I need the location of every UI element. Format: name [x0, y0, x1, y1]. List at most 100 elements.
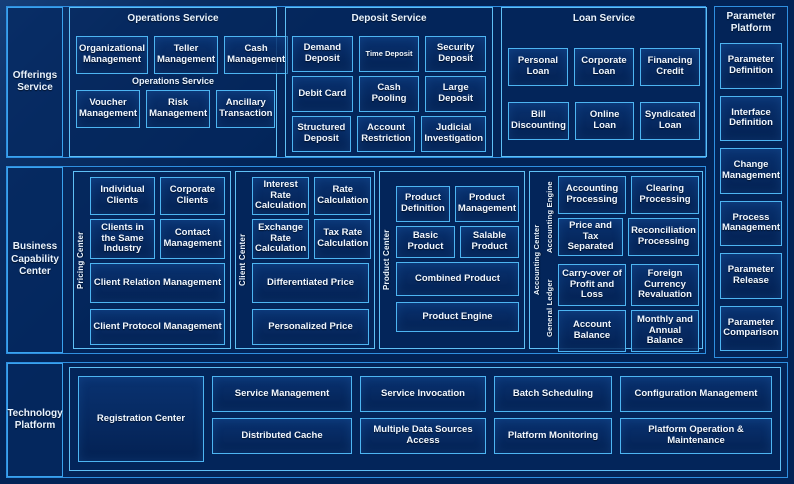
rail-technology-label-1: Technology — [7, 407, 63, 419]
loan-row-2: Bill Discounting Online Loan Syndicated … — [508, 102, 701, 140]
rail-technology-platform[interactable]: Technology Platform — [7, 363, 63, 477]
tile-large-deposit[interactable]: Large Deposit — [425, 76, 487, 112]
tile-monthly-and-annual-balance[interactable]: Monthly and Annual Balance — [631, 310, 699, 352]
tile-debit-card[interactable]: Debit Card — [292, 76, 353, 112]
group-client-center-label: Client Center — [238, 233, 247, 287]
parameter-platform-title-2: Platform — [730, 23, 772, 34]
tile-bill-discounting[interactable]: Bill Discounting — [508, 102, 569, 140]
tile-judicial-investigation[interactable]: Judicial Investigation — [421, 116, 486, 152]
tile-carry-over-of-profit-and-loss[interactable]: Carry-over of Profit and Loss — [558, 264, 626, 306]
tile-account-restriction[interactable]: Account Restriction — [356, 116, 416, 152]
tile-process-management[interactable]: Process Management — [720, 200, 782, 246]
subgroup-general-ledger-label: General Ledger — [545, 279, 554, 337]
tile-account-balance[interactable]: Account Balance — [558, 310, 626, 352]
subgroup-general-ledger-vertical-label-wrap: General Ledger — [545, 264, 557, 352]
tile-interest-rate-calculation[interactable]: Interest Rate Calculation — [252, 177, 310, 215]
deposit-row-1: Demand Deposit Time Deposit Security Dep… — [292, 36, 487, 72]
rail-offerings-service[interactable]: Offerings Service — [7, 7, 63, 157]
group-accounting-center[interactable]: Accounting Center Accounting Engine Acco… — [529, 171, 703, 352]
parameter-platform-list: Parameter Definition Interface Definitio… — [720, 43, 782, 351]
tile-batch-scheduling[interactable]: Batch Scheduling — [494, 376, 612, 412]
tile-service-management[interactable]: Service Management — [212, 376, 352, 412]
group-pricing-center[interactable]: Pricing Center Individual Clients Corpor… — [73, 171, 231, 349]
pricing-row-1: Individual Clients Corporate Clients — [90, 177, 225, 215]
tile-parameter-release[interactable]: Parameter Release — [720, 253, 782, 299]
operations-service-grid: Organizational Management Teller Managem… — [76, 34, 289, 148]
tile-accounting-processing[interactable]: Accounting Processing — [558, 176, 626, 214]
tile-cash-management[interactable]: Cash Management — [224, 36, 289, 74]
tile-product-definition[interactable]: Product Definition — [396, 186, 450, 222]
tile-foreign-currency-revaluation[interactable]: Foreign Currency Revaluation — [631, 264, 699, 306]
tile-client-protocol-management[interactable]: Client Protocol Management — [90, 309, 225, 345]
tile-financing-credit[interactable]: Financing Credit — [640, 48, 700, 86]
loan-service-grid: Personal Loan Corporate Loan Financing C… — [508, 34, 701, 148]
tile-cash-pooling[interactable]: Cash Pooling — [358, 76, 420, 112]
tile-online-loan[interactable]: Online Loan — [574, 102, 635, 140]
deposit-row-3: Structured Deposit Account Restriction J… — [292, 116, 486, 152]
tile-security-deposit[interactable]: Security Deposit — [425, 36, 487, 72]
rail-business-capability-center[interactable]: Business Capability Center — [7, 167, 63, 353]
group-operations-service[interactable]: Operations Service Organizational Manage… — [69, 7, 289, 157]
tile-corporate-clients[interactable]: Corporate Clients — [160, 177, 225, 215]
tile-syndicated-loan[interactable]: Syndicated Loan — [640, 102, 701, 140]
tile-contact-management[interactable]: Contact Management — [160, 219, 225, 259]
tile-configuration-management[interactable]: Configuration Management — [620, 376, 772, 412]
tile-clearing-processing[interactable]: Clearing Processing — [631, 176, 699, 214]
tile-platform-operation-and-maintenance[interactable]: Platform Operation & Maintenance — [620, 418, 772, 454]
tile-product-engine[interactable]: Product Engine — [396, 302, 519, 332]
tile-tax-rate-calculation[interactable]: Tax Rate Calculation — [314, 219, 372, 259]
tile-salable-product[interactable]: Salable Product — [460, 226, 519, 258]
tile-client-relation-management[interactable]: Client Relation Management — [90, 263, 225, 303]
group-pricing-center-vertical-label-wrap: Pricing Center — [76, 172, 89, 348]
rail-offerings-label-1: Offerings — [12, 69, 58, 81]
tile-interface-definition[interactable]: Interface Definition — [720, 95, 782, 141]
tile-distributed-cache[interactable]: Distributed Cache — [212, 418, 352, 454]
tile-reconciliation-processing[interactable]: Reconciliation Processing — [628, 218, 699, 256]
tile-rate-calculation[interactable]: Rate Calculation — [314, 177, 372, 215]
group-loan-service[interactable]: Loan Service Personal Loan Corporate Loa… — [501, 7, 707, 157]
tile-parameter-comparison[interactable]: Parameter Comparison — [720, 305, 782, 351]
tile-time-deposit[interactable]: Time Deposit — [358, 36, 420, 72]
tile-parameter-definition[interactable]: Parameter Definition — [720, 43, 782, 89]
tile-risk-management[interactable]: Risk Management — [146, 90, 211, 128]
row-offerings-service: Offerings Service Operations Service Org… — [6, 6, 707, 158]
accounting-engine-grid: Accounting Processing Clearing Processin… — [558, 176, 699, 258]
tile-corporate-loan[interactable]: Corporate Loan — [574, 48, 634, 86]
subgroup-general-ledger[interactable]: General Ledger Carry-over of Profit and … — [544, 264, 699, 352]
tile-combined-product[interactable]: Combined Product — [396, 262, 519, 296]
client-row-2: Exchange Rate Calculation Tax Rate Calcu… — [252, 219, 372, 259]
operations-row-1: Organizational Management Teller Managem… — [76, 36, 289, 74]
tile-platform-monitoring[interactable]: Platform Monitoring — [494, 418, 612, 454]
product-row-1: Product Definition Product Management — [396, 186, 519, 222]
tile-voucher-management[interactable]: Voucher Management — [76, 90, 141, 128]
tile-individual-clients[interactable]: Individual Clients — [90, 177, 155, 215]
row-business-capability-center: Business Capability Center Pricing Cente… — [6, 166, 706, 354]
group-client-center[interactable]: Client Center Interest Rate Calculation … — [235, 171, 375, 349]
subgroup-accounting-engine[interactable]: Accounting Engine Accounting Processing … — [544, 176, 699, 258]
tile-personal-loan[interactable]: Personal Loan — [508, 48, 568, 86]
tile-exchange-rate-calculation[interactable]: Exchange Rate Calculation — [252, 219, 310, 259]
tile-demand-deposit[interactable]: Demand Deposit — [292, 36, 353, 72]
offerings-service-body: Operations Service Organizational Manage… — [69, 7, 707, 157]
client-row-1: Interest Rate Calculation Rate Calculati… — [252, 177, 372, 215]
group-product-center[interactable]: Product Center Product Definition Produc… — [379, 171, 525, 349]
tile-organizational-management[interactable]: Organizational Management — [76, 36, 148, 74]
tile-teller-management[interactable]: Teller Management — [153, 36, 219, 74]
tile-personalized-price[interactable]: Personalized Price — [252, 309, 369, 345]
tile-multiple-data-sources-access[interactable]: Multiple Data Sources Access — [360, 418, 486, 454]
tile-registration-center[interactable]: Registration Center — [78, 376, 204, 462]
tile-change-management[interactable]: Change Management — [720, 148, 782, 194]
tile-price-and-tax-separated[interactable]: Price and Tax Separated — [558, 218, 624, 256]
tile-clients-in-the-same-industry[interactable]: Clients in the Same Industry — [90, 219, 155, 259]
group-client-center-vertical-label-wrap: Client Center — [238, 172, 251, 348]
general-ledger-row-1: Carry-over of Profit and Loss Foreign Cu… — [558, 264, 699, 306]
tile-service-invocation[interactable]: Service Invocation — [360, 376, 486, 412]
group-deposit-service[interactable]: Deposit Service Demand Deposit Time Depo… — [285, 7, 493, 157]
tile-ancillary-transaction[interactable]: Ancillary Transaction — [216, 90, 276, 128]
general-ledger-row-2: Account Balance Monthly and Annual Balan… — [558, 310, 699, 352]
tile-basic-product[interactable]: Basic Product — [396, 226, 455, 258]
tile-differentiated-price[interactable]: Differentiated Price — [252, 263, 369, 303]
group-loan-service-title: Loan Service — [572, 13, 636, 24]
tile-structured-deposit[interactable]: Structured Deposit — [292, 116, 351, 152]
tile-product-management[interactable]: Product Management — [454, 186, 519, 222]
